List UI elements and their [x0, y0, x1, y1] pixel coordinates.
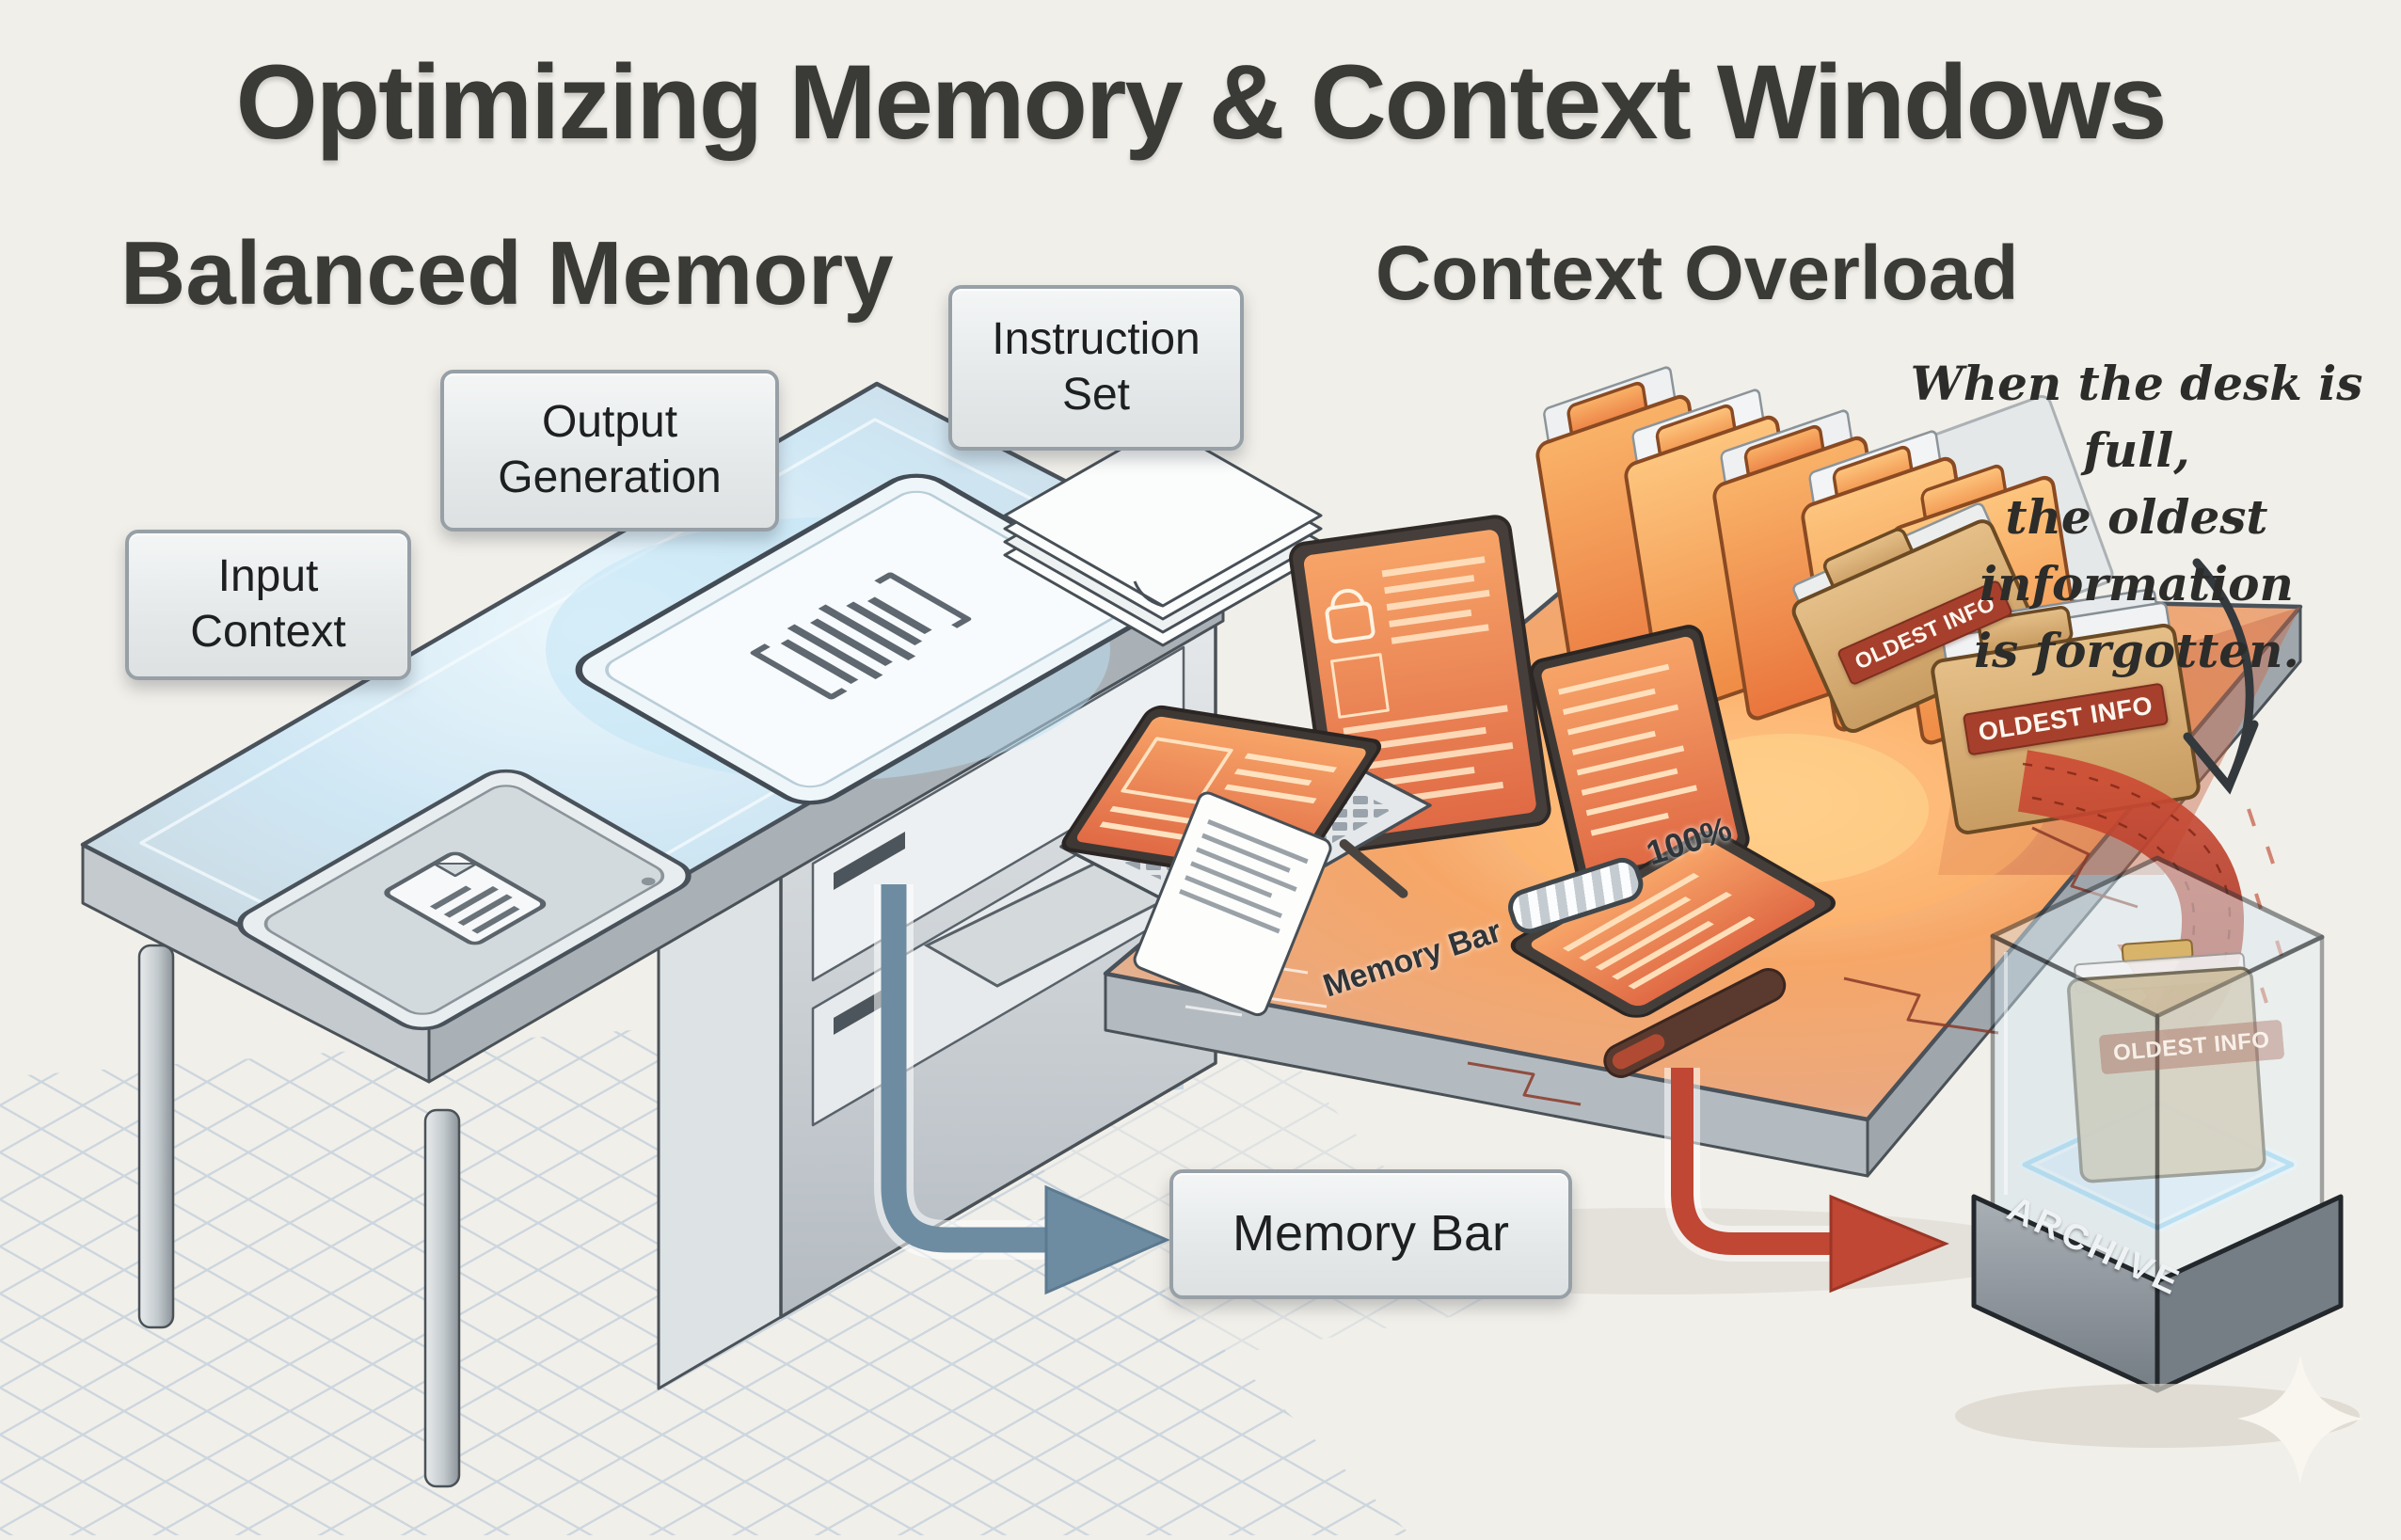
- input-tablet: [237, 769, 692, 1031]
- red-arrow: [1664, 1068, 1949, 1294]
- archived-folder: [2067, 939, 2266, 1183]
- overloaded-desk: [1059, 366, 2303, 1294]
- code-icon: [750, 572, 972, 700]
- blue-arrow: [874, 884, 1170, 1295]
- section-heading-balanced: Balanced Memory: [120, 223, 894, 324]
- note-arrow: [2183, 558, 2259, 795]
- callout-memory-bar-label: Memory Bar: [1232, 1205, 1510, 1262]
- callout-instruction-set: Instruction Set: [948, 285, 1244, 451]
- sparkle-icon: [2237, 1355, 2363, 1484]
- page-title: Optimizing Memory & Context Windows: [235, 43, 2168, 161]
- callout-memory-bar: Memory Bar: [1169, 1169, 1572, 1299]
- callout-output-generation-label: Output Generation: [498, 397, 722, 502]
- paper-sheet: [1133, 791, 1332, 1017]
- callout-input-context: Input Context: [125, 530, 411, 680]
- desk-leg-left: [137, 944, 175, 1329]
- callout-output-generation: Output Generation: [440, 370, 779, 532]
- drawer-top-handle: [834, 832, 905, 890]
- pen: [1339, 839, 1408, 898]
- code-bars: [780, 596, 932, 684]
- flat-tablet: [1510, 831, 1837, 1018]
- paper-curl: [1133, 580, 1164, 608]
- handwritten-note: When the desk is full, the oldest inform…: [1910, 356, 2363, 678]
- note-arrowhead: [2183, 720, 2259, 795]
- lock-icon: [1325, 588, 1375, 643]
- callout-input-context-label: Input Context: [190, 551, 346, 657]
- propped-tablet: [1529, 625, 1750, 887]
- blue-arrowhead: [1044, 1184, 1170, 1295]
- laptop: [1059, 705, 1432, 1017]
- base-shadow: [1955, 1384, 2360, 1448]
- desk-leg-front: [423, 1108, 461, 1488]
- section-heading-overload: Context Overload: [1375, 230, 2019, 316]
- paper-stack: [1003, 423, 1323, 647]
- document-icon: [384, 851, 547, 945]
- camera-dot: [641, 877, 656, 886]
- base-right-face: [2155, 1194, 2344, 1393]
- desk-bar: [1603, 968, 1787, 1078]
- output-tablet: [575, 473, 1152, 805]
- archive-bin: [1955, 855, 2360, 1448]
- paper-lines: [1179, 818, 1309, 934]
- screen-lines: [1558, 663, 1698, 836]
- red-arrowhead: [1829, 1194, 1949, 1294]
- screen-lines: [1343, 556, 1514, 810]
- screen-box: [1330, 653, 1390, 719]
- callout-instruction-set-label: Instruction Set: [992, 314, 1200, 420]
- screen-lines: [1562, 873, 1756, 990]
